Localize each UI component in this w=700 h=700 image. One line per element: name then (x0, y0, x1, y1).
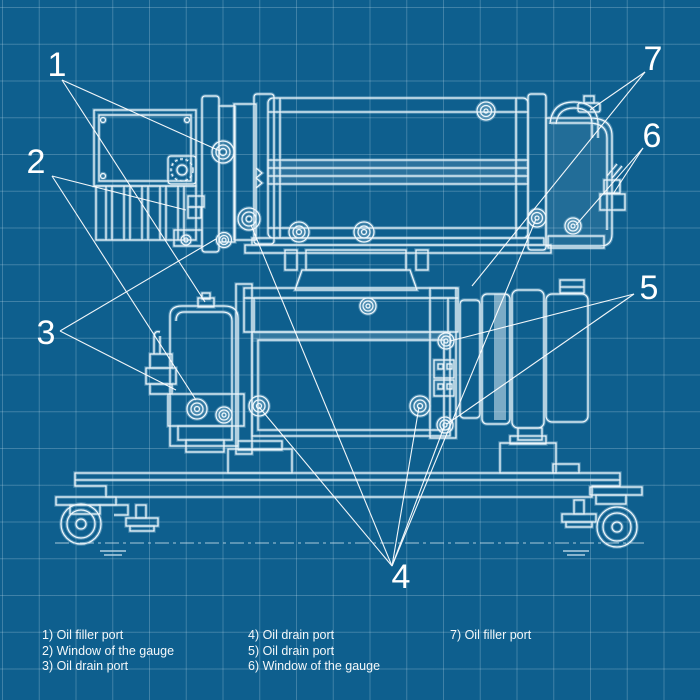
legend-column-3: 7) Oil filler port (450, 628, 531, 644)
callout-6: 6 (642, 117, 662, 155)
callout-2: 2 (26, 143, 46, 181)
callout-4: 4 (391, 558, 411, 596)
legend-item: 1) Oil filler port (42, 628, 124, 642)
legend-item: 3) Oil drain port (42, 659, 129, 673)
callout-5: 5 (639, 269, 659, 307)
leader-lines (51, 71, 646, 567)
callout-3: 3 (36, 314, 56, 352)
legend-item: 4) Oil drain port (248, 628, 335, 642)
legend-item: 7) Oil filler port (450, 628, 532, 642)
stamp-marks (100, 550, 589, 556)
highlight-fills (252, 118, 612, 420)
callout-1: 1 (47, 46, 67, 84)
legend-item: 2) Window of the gauge (42, 643, 175, 658)
legend-item: 6) Window of the gauge (248, 659, 381, 673)
callout-7: 7 (643, 40, 663, 78)
legend-item: 5) Oil drain port (248, 643, 335, 658)
